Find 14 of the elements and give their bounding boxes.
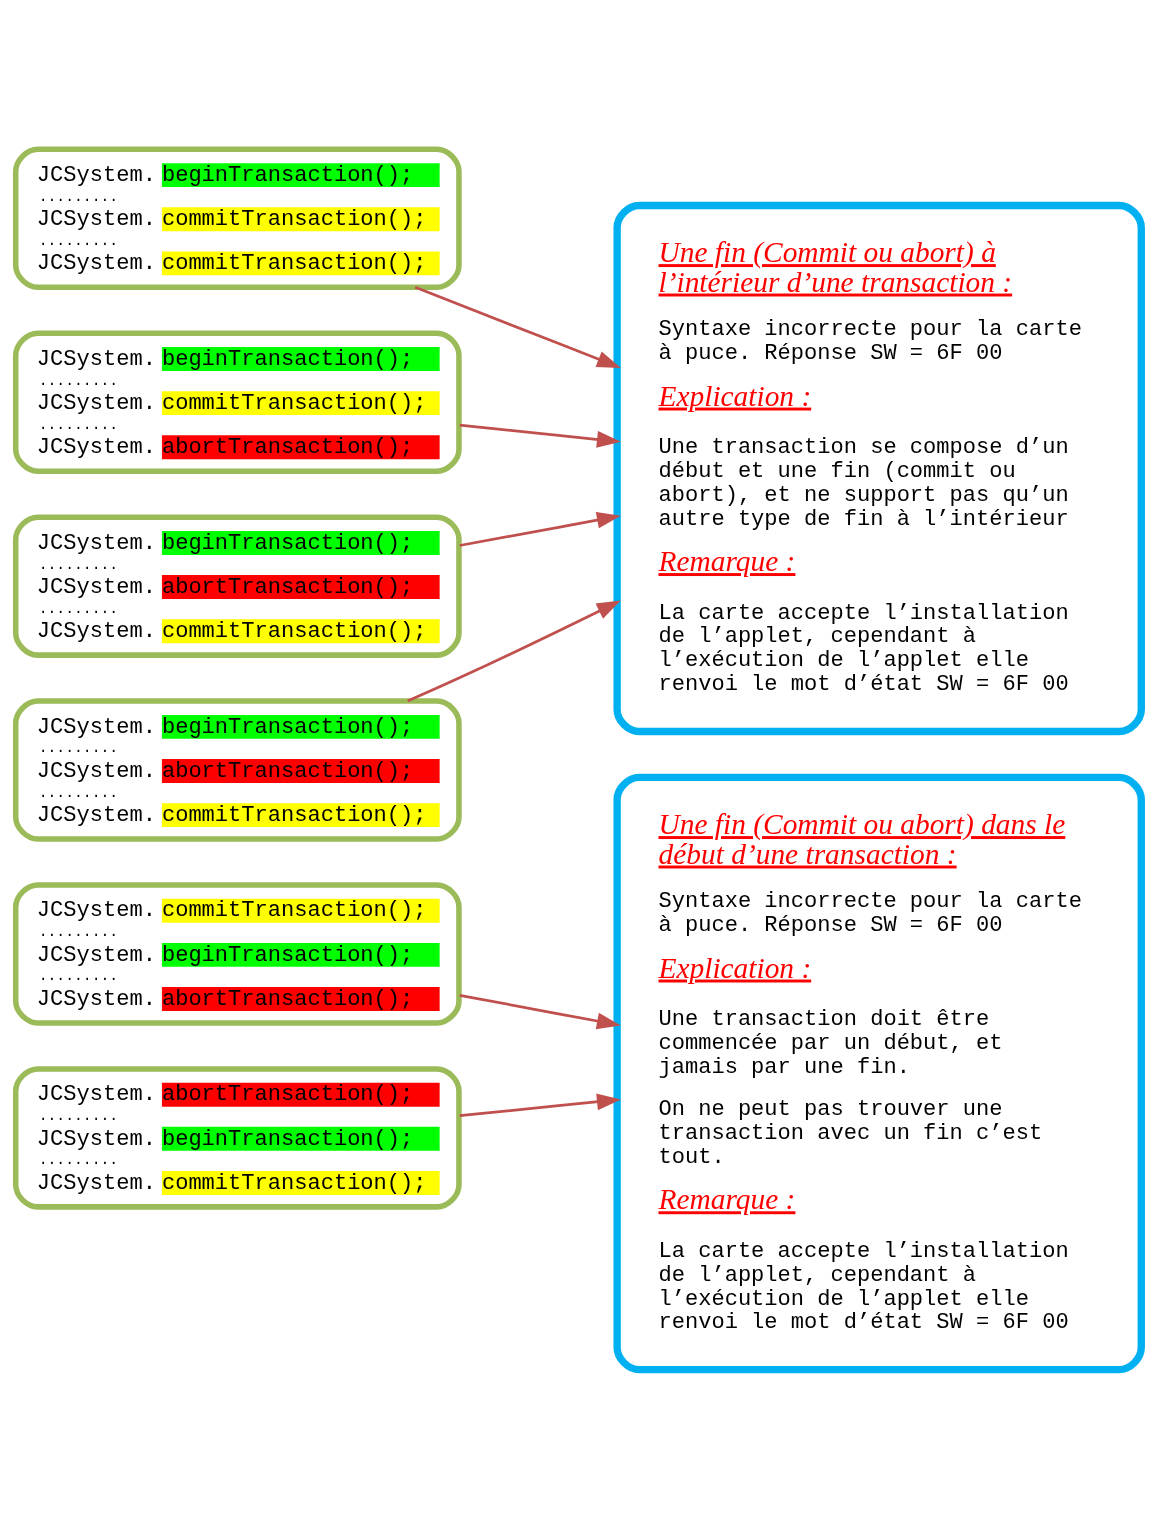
node-box: JCSystem.beginTransaction(); ......... JCSystem.abortTransaction(); ......... JCSystem.commitTransaction(); xyxy=(12,698,462,842)
arrow xyxy=(414,286,621,368)
arrow xyxy=(407,600,621,703)
node-box: JCSystem.abortTransaction(); ......... JCSystem.beginTransaction(); ......... JCSystem.commitTransaction(); xyxy=(12,1066,462,1210)
arrow xyxy=(459,423,621,448)
arrow xyxy=(459,511,621,547)
node-box: JCSystem.commitTransaction(); ......... JCSystem.beginTransaction(); ......... JCSystem.abortTransaction(); xyxy=(12,882,462,1026)
node-box: JCSystem.beginTransaction(); ......... JCSystem.commitTransaction(); ......... JCSystem.abortTransaction(); xyxy=(12,330,462,474)
arrow xyxy=(459,993,621,1030)
arrow xyxy=(459,1093,621,1118)
node-box: Une fin (Commit ou abort) dans le début d’une transaction : Syntaxe incorrecte pour la carte à puce. Réponse SW = 6F 00 Explication : Une transaction doit être commencée par un début, et jamais par une fin. On ne peut pas trouver une transaction avec un fin c’est tout. Remarque : La carte accepte l’installation de l’applet, cependant à l’exécution de l’applet elle renvoi le mot d’état SW = 6F 00 xyxy=(613,773,1145,1374)
node-box: JCSystem.beginTransaction(); ......... JCSystem.commitTransaction(); ......... JCSystem.commitTransaction(); xyxy=(12,146,462,291)
node-box: JCSystem.beginTransaction(); ......... JCSystem.abortTransaction(); ......... JCSystem.commitTransaction(); xyxy=(12,514,462,658)
node-box: Une fin (Commit ou abort) à l’intérieur d’une transaction : Syntaxe incorrecte pour la carte à puce. Réponse SW = 6F 00 Explication : Une transaction se compose d’un début et une fin (commit ou abort), et ne support pas qu’un autre type de fin à l’intérieur Remarque : La carte accepte l’installation de l’applet, cependant à l’exécution de l’applet elle renvoi le mot d’état SW = 6F 00 xyxy=(613,201,1145,736)
